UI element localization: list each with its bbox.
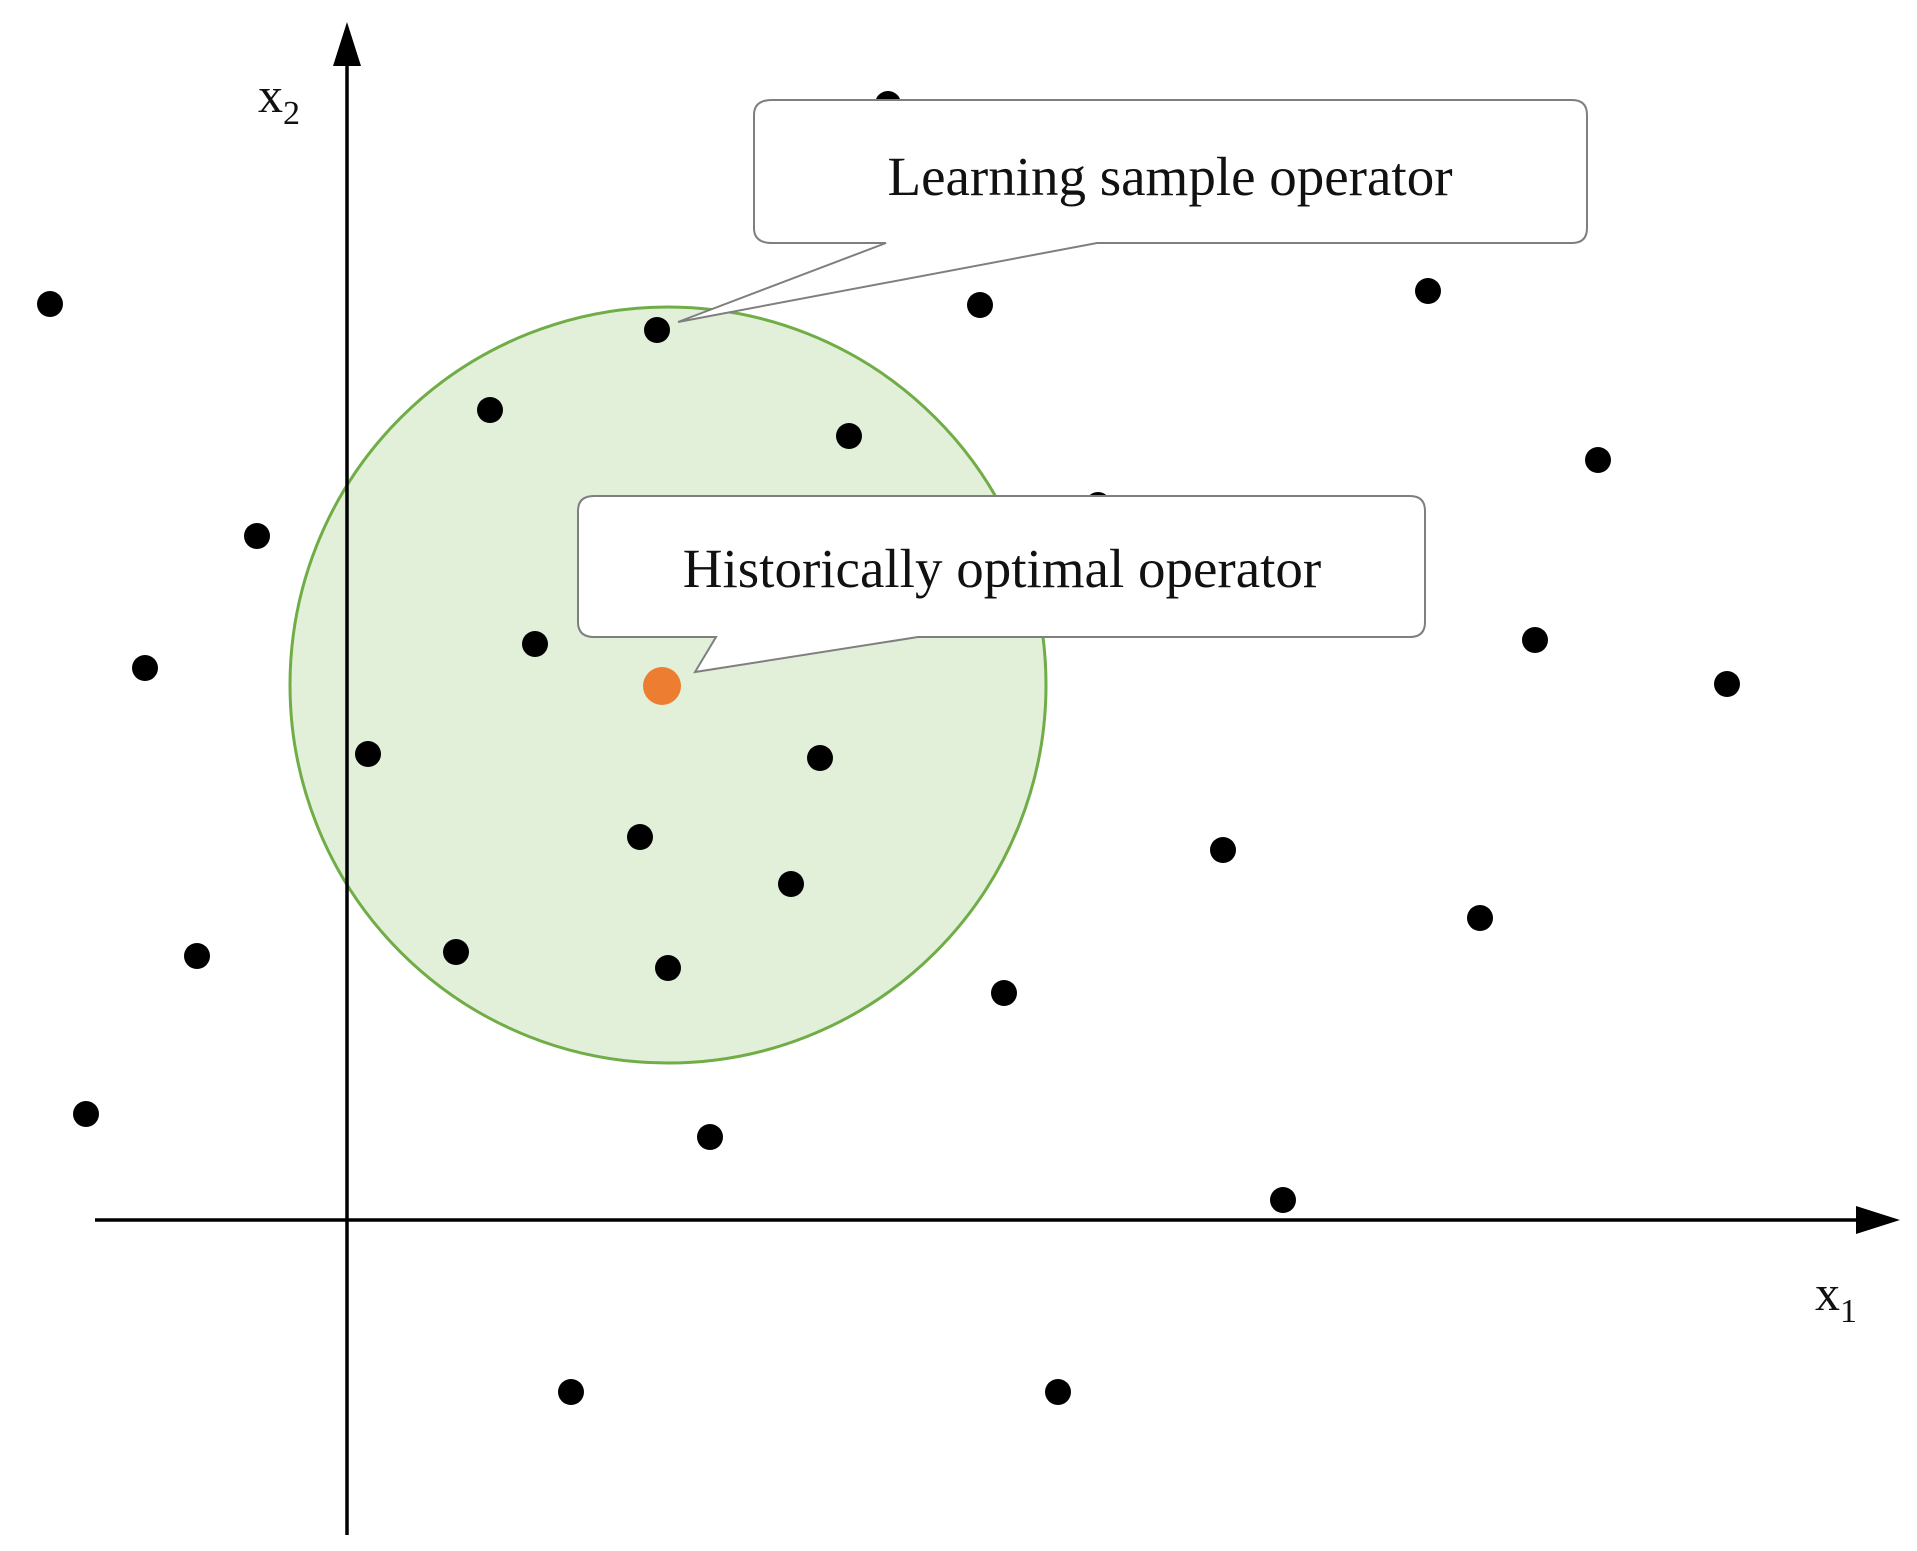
sample-point <box>73 1101 99 1127</box>
sample-point <box>1714 671 1740 697</box>
axes <box>95 22 1900 1535</box>
sample-point <box>355 741 381 767</box>
sample-point <box>807 745 833 771</box>
sample-point <box>627 824 653 850</box>
sample-point <box>1415 278 1441 304</box>
y-axis-label-subscript: 2 <box>283 95 300 132</box>
sample-point <box>522 631 548 657</box>
sample-point <box>37 291 63 317</box>
sample-point <box>132 655 158 681</box>
sample-point <box>1467 905 1493 931</box>
historically-optimal-point <box>643 667 681 705</box>
sample-point <box>477 397 503 423</box>
y-axis-label: x2 <box>258 67 300 132</box>
sample-point <box>991 980 1017 1006</box>
sample-point <box>184 943 210 969</box>
historical-optimal-callout-box <box>577 495 1426 674</box>
x-axis-arrow <box>1856 1206 1900 1234</box>
sample-point <box>1210 837 1236 863</box>
sample-point <box>558 1379 584 1405</box>
x-axis-label-subscript: 1 <box>1840 1293 1857 1330</box>
historical-optimal-callout-text: Historically optimal operator <box>683 538 1321 599</box>
learning-sample-callout-box <box>677 99 1588 323</box>
sample-point <box>1045 1379 1071 1405</box>
sample-points <box>37 91 1740 1405</box>
y-axis-arrow <box>333 22 361 66</box>
sample-point <box>1585 447 1611 473</box>
sample-point <box>644 317 670 343</box>
sample-point <box>655 955 681 981</box>
learning-sample-callout-text: Learning sample operator <box>887 146 1452 207</box>
sample-point <box>1522 627 1548 653</box>
x-axis-label: x1 <box>1815 1265 1857 1330</box>
sample-point <box>697 1124 723 1150</box>
sample-point <box>1270 1187 1296 1213</box>
sample-point <box>967 292 993 318</box>
y-axis-label-base: x <box>258 67 283 123</box>
x-axis-label-base: x <box>1815 1265 1840 1321</box>
learning-sample-callout: Learning sample operator <box>677 99 1588 323</box>
historical-optimal-callout: Historically optimal operator <box>577 495 1426 674</box>
sample-point <box>443 939 469 965</box>
sample-point <box>244 523 270 549</box>
sample-point <box>836 423 862 449</box>
sample-point <box>778 871 804 897</box>
